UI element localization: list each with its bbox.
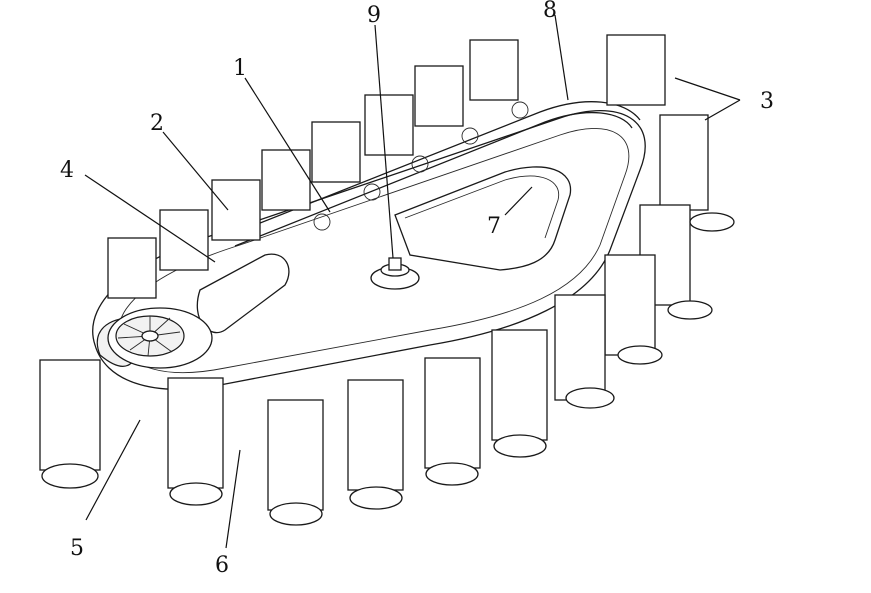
callout-8: 8 <box>543 0 557 23</box>
callouts: 1 2 3 4 5 6 7 8 9 <box>60 0 774 578</box>
leader-lines <box>84 14 741 549</box>
callout-6: 6 <box>215 553 229 578</box>
callout-5: 5 <box>70 536 84 561</box>
top-rail <box>229 101 641 247</box>
callout-1: 1 <box>233 56 247 81</box>
callout-3: 3 <box>760 89 774 114</box>
motor-assembly <box>107 253 290 369</box>
central-hub <box>370 257 420 290</box>
callout-7: 7 <box>487 214 501 239</box>
callout-2: 2 <box>150 111 164 136</box>
callout-9: 9 <box>367 3 381 28</box>
right-modules <box>554 34 735 409</box>
front-modules <box>39 329 548 526</box>
callout-4: 4 <box>60 158 74 183</box>
